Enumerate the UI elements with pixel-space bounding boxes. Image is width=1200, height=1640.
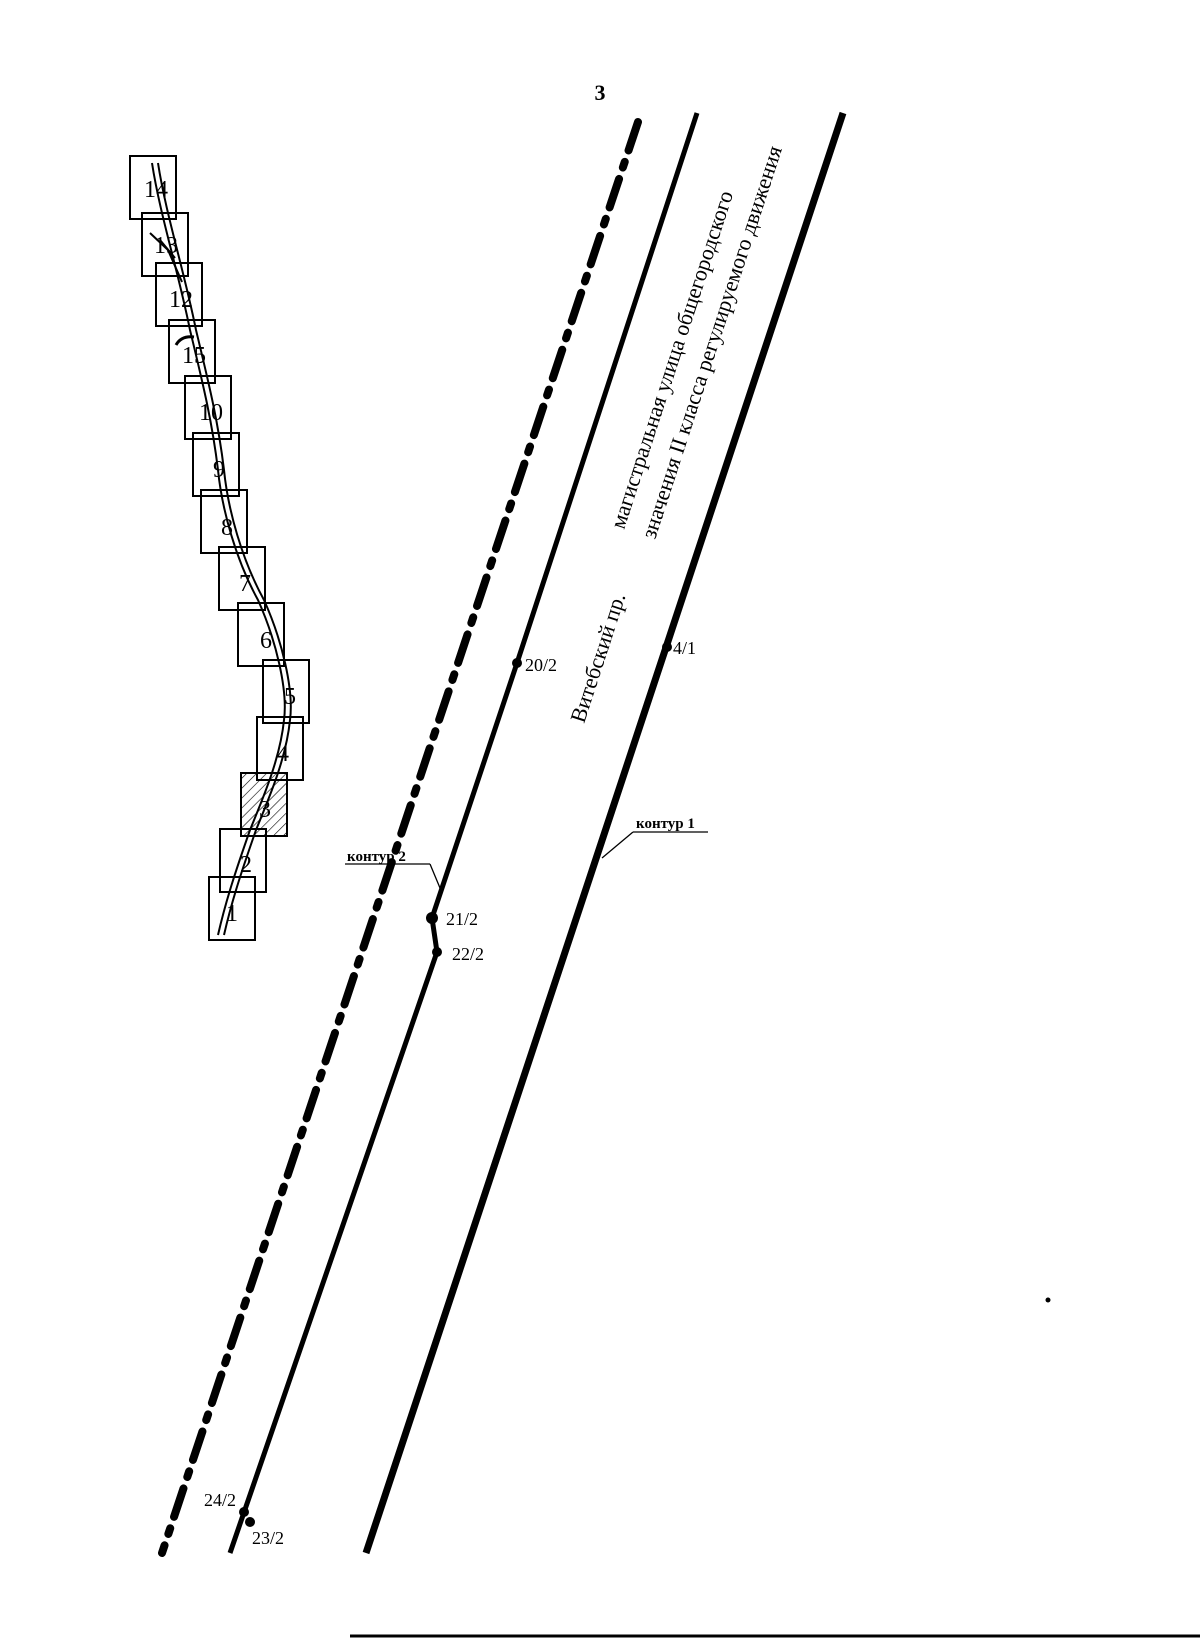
- square-4: [256, 716, 304, 781]
- point-marker-21-2: [426, 912, 438, 924]
- point-label-24-2: 24/2: [204, 1490, 236, 1510]
- street-name: Витебский пр.: [565, 590, 630, 726]
- contour-2-line: [227, 112, 700, 1554]
- survey-track-branch: [149, 232, 183, 283]
- square-14: [129, 155, 177, 220]
- square-10: [184, 375, 232, 440]
- square-1: [208, 876, 256, 941]
- contour-1-leader: [601, 831, 634, 859]
- contour-2-leader: [429, 863, 441, 889]
- point-label-22-2: 22/2: [452, 944, 484, 964]
- survey-squares: 1 2 3 4 5 6 7 8 9 10 15 12 13 14: [129, 155, 310, 941]
- stray-dot: [1045, 1297, 1051, 1303]
- contour-1-label: контур 1: [636, 816, 695, 832]
- red-line-boundary: [158, 118, 642, 1557]
- point-marker-20-2: [512, 658, 522, 668]
- square-6: [237, 602, 285, 667]
- survey-track-spur: [174, 335, 195, 346]
- contour-1-line: [362, 111, 847, 1555]
- point-marker-22-2: [432, 947, 442, 957]
- square-label-6: 6: [260, 628, 272, 654]
- point-marker-23-2: [245, 1517, 255, 1527]
- point-label-21-2: 21/2: [446, 909, 478, 929]
- sheet-number: 3: [595, 80, 606, 105]
- point-label-20-2: 20/2: [525, 655, 557, 675]
- square-label-8: 8: [221, 515, 233, 541]
- square-13: [141, 212, 189, 277]
- survey-track-line-a: [151, 162, 286, 936]
- survey-track-line-b: [157, 162, 292, 936]
- point-marker-24-2: [239, 1507, 249, 1517]
- square-3: [240, 772, 288, 837]
- square-12: [155, 262, 203, 327]
- point-marker-4-1: [662, 642, 672, 652]
- square-8: [200, 489, 248, 554]
- contour-2-label: контур 2: [347, 849, 406, 865]
- square-5: [262, 659, 310, 724]
- square-9: [192, 432, 240, 497]
- square-label-1: 1: [226, 901, 238, 927]
- square-15: [168, 319, 216, 384]
- point-label-23-2: 23/2: [252, 1528, 284, 1548]
- square-label-7: 7: [239, 571, 251, 597]
- point-label-4-1: 4/1: [673, 638, 696, 658]
